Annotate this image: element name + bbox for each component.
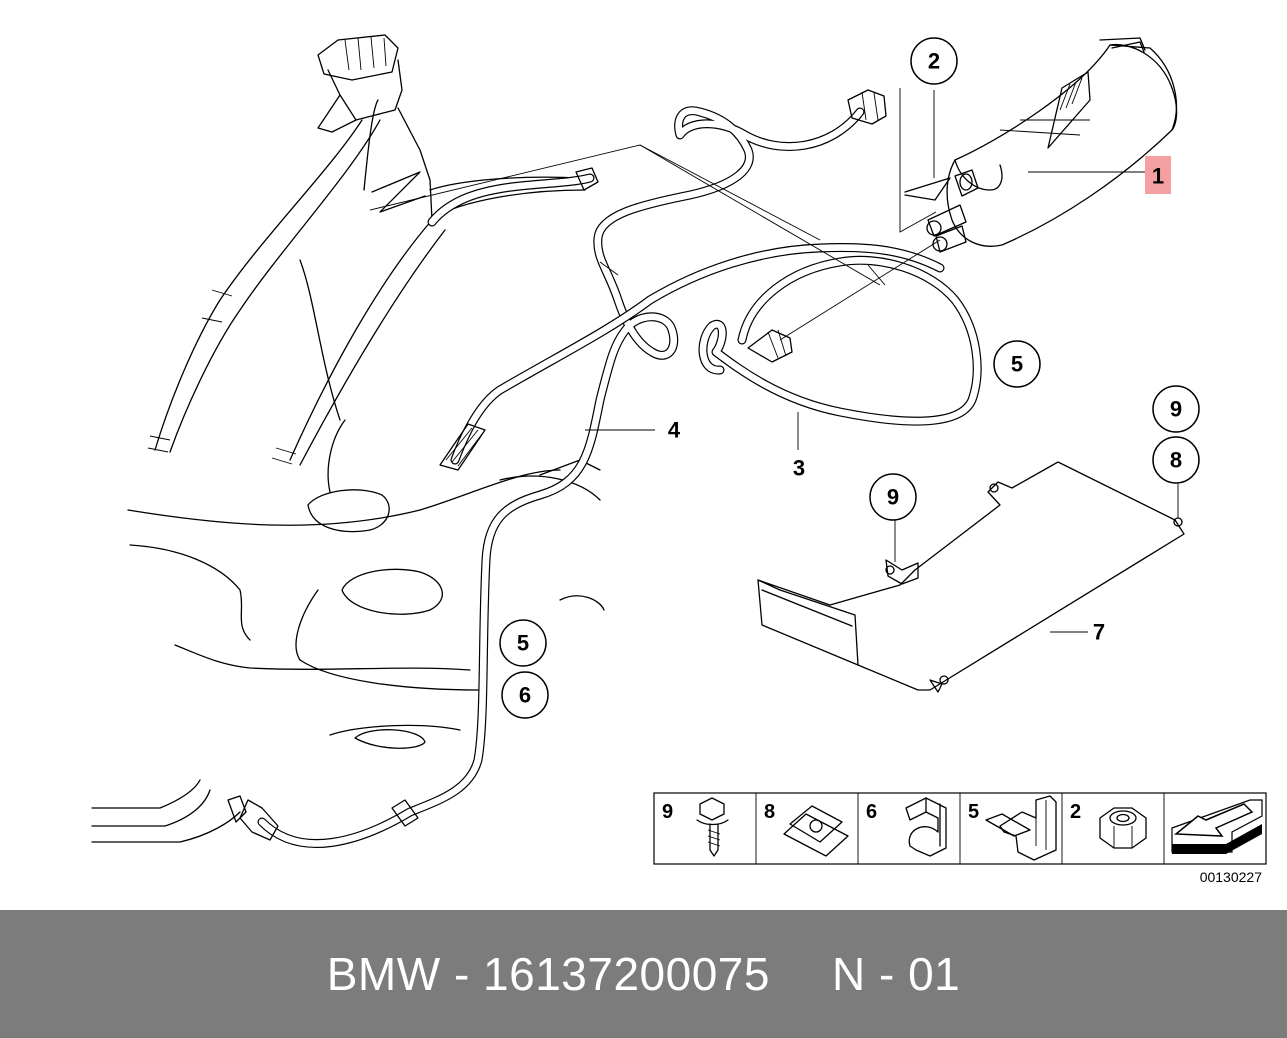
callout-7: 7 xyxy=(1093,620,1105,645)
callout-1: 1 xyxy=(1145,156,1171,194)
callout-6: 6 xyxy=(501,671,549,719)
callout-4: 4 xyxy=(668,418,681,443)
legend-cell-2: 2 xyxy=(1070,801,1147,849)
callout-9-plate: 9 xyxy=(869,473,917,521)
svg-text:2: 2 xyxy=(1070,801,1081,823)
parts-legend: 9 8 6 5 xyxy=(653,792,1267,865)
drawing-number: 00130227 xyxy=(1200,869,1263,885)
svg-text:5: 5 xyxy=(1011,352,1023,377)
direction-arrow-icon xyxy=(1171,799,1263,854)
parts-diagram: 1 2 3 4 5 5 6 7 8 9 9 9 xyxy=(91,34,1267,885)
hose-clamp-icon xyxy=(905,797,947,857)
svg-text:5: 5 xyxy=(968,801,979,823)
svg-text:8: 8 xyxy=(1170,448,1182,473)
legend-cell-8: 8 xyxy=(764,801,849,857)
legend-cell-9: 9 xyxy=(662,797,729,857)
hose-3 xyxy=(698,255,982,426)
svg-text:4: 4 xyxy=(668,418,681,443)
svg-text:9: 9 xyxy=(1170,397,1182,422)
part-number-banner: BMW - 16137200075 N - 01 xyxy=(0,910,1287,1038)
fuel-tank-outline xyxy=(91,34,605,843)
svg-text:6: 6 xyxy=(519,683,531,708)
svg-text:2: 2 xyxy=(928,49,940,74)
svg-text:9: 9 xyxy=(662,801,673,823)
hose-holder-icon xyxy=(985,795,1057,861)
clip-nut-icon xyxy=(783,805,849,857)
callout-2: 2 xyxy=(910,37,958,85)
legend-cell-5: 5 xyxy=(968,795,1057,861)
protective-plate xyxy=(757,461,1185,693)
callout-8: 8 xyxy=(1152,436,1200,484)
hex-nut-icon xyxy=(1099,807,1147,849)
svg-text:7: 7 xyxy=(1093,620,1105,645)
callout-3: 3 xyxy=(793,456,805,481)
svg-text:5: 5 xyxy=(517,631,529,656)
legend-cell-6: 6 xyxy=(866,797,947,857)
carbon-canister xyxy=(904,37,1178,253)
svg-text:1: 1 xyxy=(1152,164,1164,189)
svg-text:8: 8 xyxy=(764,801,775,823)
callout-5-left: 5 xyxy=(499,619,547,667)
callout-5-top: 5 xyxy=(993,340,1041,388)
screw-icon xyxy=(696,797,729,857)
assembly-leaders xyxy=(369,88,941,341)
callout-leaders xyxy=(585,90,1179,633)
vent-hose-tank xyxy=(427,167,945,471)
svg-text:3: 3 xyxy=(793,456,805,481)
vent-hose-4 xyxy=(227,89,887,848)
page-code-text: N - 01 xyxy=(831,948,961,1000)
svg-text:6: 6 xyxy=(866,801,877,823)
part-number-text: BMW - 16137200075 xyxy=(326,948,770,1000)
svg-text:9: 9 xyxy=(887,485,899,510)
callout-9-right: 9 xyxy=(1152,385,1200,433)
